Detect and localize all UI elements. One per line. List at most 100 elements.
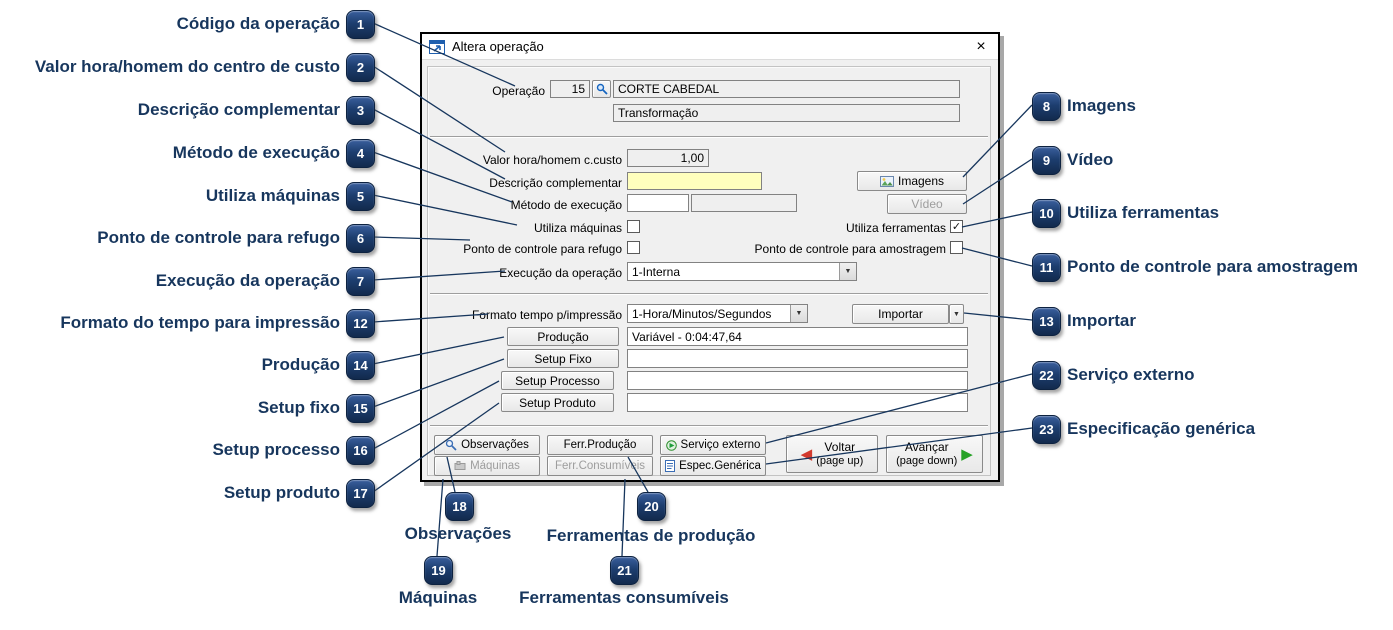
execucao-operacao-value: 1-Interna	[632, 264, 681, 279]
callout-number: 11	[1039, 260, 1054, 275]
callout-badge-13: 13	[1032, 307, 1061, 336]
ponto-refugo-checkbox[interactable]	[627, 241, 640, 254]
close-icon[interactable]: ×	[976, 37, 986, 55]
avancar-button-label: Avançar	[904, 440, 949, 454]
chevron-down-icon[interactable]: ▼	[790, 305, 807, 322]
callout-number: 23	[1039, 422, 1054, 437]
producao-value-field[interactable]: Variável - 0:04:47,64	[627, 327, 968, 346]
setup-produto-button-label: Setup Produto	[519, 395, 596, 410]
espec-generica-icon	[665, 460, 676, 472]
utiliza-ferramentas-checkbox[interactable]: ✓	[950, 220, 963, 233]
valor-hora-field[interactable]: 1,00	[627, 149, 709, 167]
callout-number: 10	[1039, 206, 1054, 221]
lookup-icon	[596, 83, 608, 95]
importar-button[interactable]: Importar	[852, 304, 949, 324]
callout-badge-20: 20	[637, 492, 666, 521]
callout-label-producao: Produção	[261, 355, 340, 374]
callout-badge-3: 3	[346, 96, 375, 125]
setup-produto-button[interactable]: Setup Produto	[501, 393, 614, 412]
operacao-categoria-field[interactable]: Transformação	[613, 104, 960, 122]
callout-number: 3	[356, 103, 365, 118]
ferr-producao-button-label: Ferr.Produção	[563, 439, 637, 451]
dialog-title: Altera operação	[452, 39, 544, 54]
setup-fixo-value-field[interactable]	[627, 349, 968, 368]
importar-dropdown-button[interactable]: ▼	[949, 304, 964, 324]
voltar-button[interactable]: ◀ Voltar (page up)	[786, 435, 878, 473]
callout-badge-7: 7	[346, 267, 375, 296]
callout-number: 6	[356, 231, 365, 246]
dialog-client-area: Operação 15 CORTE CABEDAL Transformação …	[422, 60, 998, 480]
ponto-amostragem-checkbox[interactable]	[950, 241, 963, 254]
chevron-down-icon[interactable]: ▼	[839, 263, 856, 280]
callout-number: 9	[1042, 153, 1051, 168]
callout-number: 8	[1042, 99, 1051, 114]
imagens-button[interactable]: Imagens	[857, 171, 967, 191]
callout-number: 22	[1039, 368, 1054, 383]
callout-label-setup-processo: Setup processo	[212, 440, 340, 459]
callout-number: 1	[356, 17, 365, 32]
formato-tempo-select[interactable]: 1-Hora/Minutos/Segundos ▼	[627, 304, 808, 323]
maquinas-button[interactable]: Máquinas	[434, 456, 540, 476]
callout-badge-21: 21	[610, 556, 639, 585]
callout-badge-22: 22	[1032, 361, 1061, 390]
video-button[interactable]: Vídeo	[887, 194, 967, 214]
callout-label-execucao-da-operacao: Execução da operação	[155, 271, 340, 290]
callout-number: 5	[356, 189, 365, 204]
operacao-name-field[interactable]: CORTE CABEDAL	[613, 80, 960, 98]
avancar-button[interactable]: Avançar (page down) ▶	[886, 435, 983, 473]
callout-label-maquinas: Máquinas	[398, 588, 478, 607]
dialog-titlebar[interactable]: Altera operação ×	[422, 34, 998, 60]
maquinas-button-label: Máquinas	[470, 460, 520, 472]
callout-label-utiliza-maquinas: Utiliza máquinas	[205, 186, 340, 205]
servico-externo-button-label: Serviço externo	[680, 439, 761, 451]
operacao-code-field[interactable]: 15	[550, 80, 590, 98]
ferr-consumiveis-button-label: Ferr.Consumíveis	[554, 460, 646, 472]
execucao-operacao-select[interactable]: 1-Interna ▼	[627, 262, 857, 281]
producao-button-label: Produção	[537, 329, 589, 344]
callout-badge-10: 10	[1032, 199, 1061, 228]
callout-number: 4	[356, 146, 365, 161]
callout-label-descricao-complementar: Descrição complementar	[137, 100, 340, 119]
callout-label-setup-fixo: Setup fixo	[257, 398, 340, 417]
callout-number: 20	[644, 499, 659, 514]
callout-label-ponto-controle-refugo: Ponto de controle para refugo	[97, 228, 340, 247]
imagens-button-label: Imagens	[897, 174, 945, 188]
callout-badge-12: 12	[346, 309, 375, 338]
observacoes-button-label: Observações	[461, 439, 529, 451]
setup-fixo-button[interactable]: Setup Fixo	[507, 349, 619, 368]
separator	[430, 425, 988, 427]
voltar-button-sublabel: (page up)	[816, 455, 864, 467]
separator	[430, 293, 988, 295]
callout-label-metodo-de-execucao: Método de execução	[172, 143, 340, 162]
utiliza-maquinas-checkbox[interactable]	[627, 220, 640, 233]
valor-hora-label: Valor hora/homem c.custo	[482, 153, 622, 167]
video-button-label: Vídeo	[911, 197, 943, 211]
setup-processo-button[interactable]: Setup Processo	[501, 371, 614, 390]
observacoes-button[interactable]: Observações	[434, 435, 540, 455]
separator	[430, 136, 988, 138]
ferr-consumiveis-button[interactable]: Ferr.Consumíveis	[547, 456, 653, 476]
descricao-complementar-field[interactable]	[627, 172, 762, 190]
check-icon: ✓	[951, 221, 962, 233]
callout-badge-18: 18	[445, 492, 474, 521]
metodo-execucao-field-2[interactable]	[691, 194, 797, 212]
operacao-lookup-button[interactable]	[592, 80, 611, 98]
callout-badge-16: 16	[346, 436, 375, 465]
callout-number: 21	[617, 563, 632, 578]
servico-externo-button[interactable]: Serviço externo	[660, 435, 766, 455]
ponto-amostragem-label: Ponto de controle para amostragem	[754, 242, 946, 256]
execucao-operacao-label: Execução da operação	[499, 266, 622, 280]
callout-label-codigo-da-operacao: Código da operação	[176, 14, 340, 33]
ferr-producao-button[interactable]: Ferr.Produção	[547, 435, 653, 455]
producao-button[interactable]: Produção	[507, 327, 619, 346]
callout-badge-2: 2	[346, 53, 375, 82]
callout-number: 19	[431, 563, 446, 578]
callout-number: 2	[356, 60, 365, 75]
setup-processo-button-label: Setup Processo	[515, 373, 600, 388]
metodo-execucao-field-1[interactable]	[627, 194, 689, 212]
setup-produto-value-field[interactable]	[627, 393, 968, 412]
setup-processo-value-field[interactable]	[627, 371, 968, 390]
callout-label-especificacao-generica: Especificação genérica	[1067, 419, 1256, 438]
utiliza-ferramentas-label: Utiliza ferramentas	[845, 221, 946, 235]
espec-generica-button[interactable]: Espec.Genérica	[660, 456, 766, 476]
